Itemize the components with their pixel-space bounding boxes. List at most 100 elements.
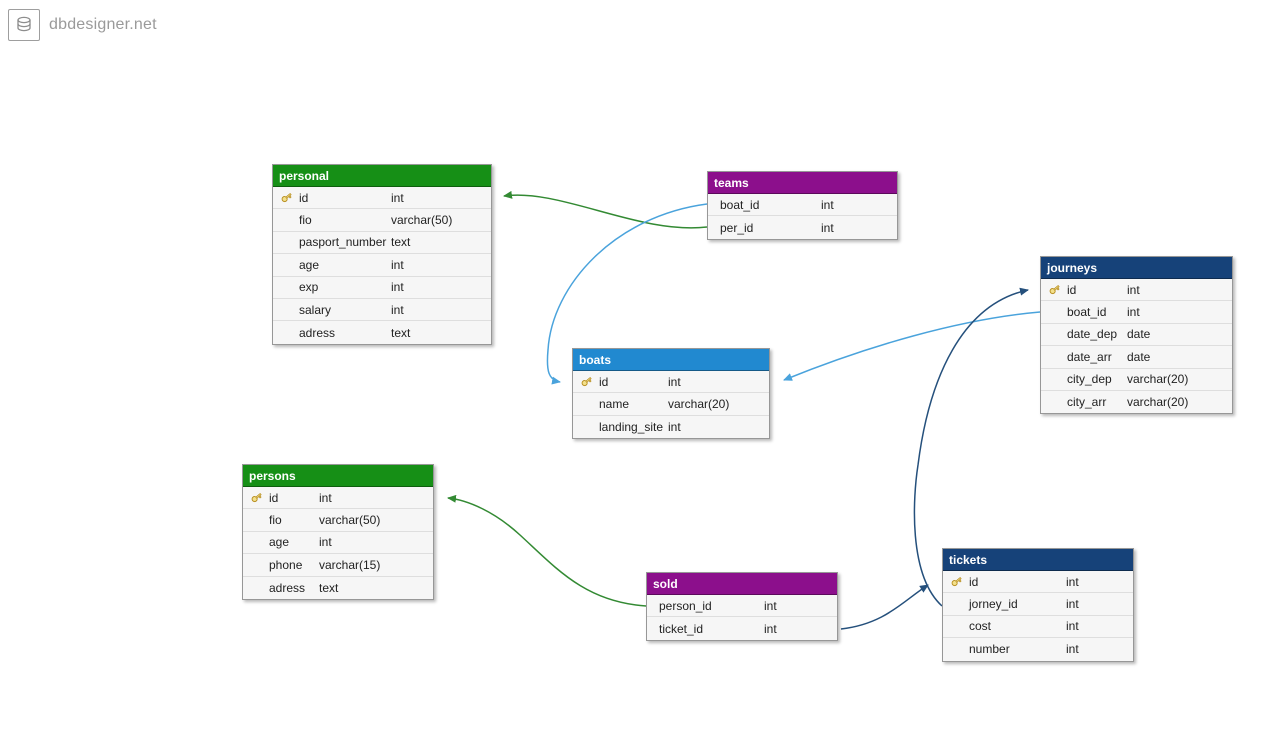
field-row-tickets-cost[interactable]: cost int xyxy=(943,615,1133,639)
table-title[interactable]: teams xyxy=(708,172,897,194)
field-name: jorney_id xyxy=(969,597,1018,612)
field-row-tickets-id[interactable]: id int xyxy=(943,571,1133,594)
field-name: fio xyxy=(269,513,282,528)
field-row-boats-name[interactable]: name varchar(20) xyxy=(573,393,769,416)
field-type: int xyxy=(668,374,681,389)
database-icon xyxy=(8,9,40,41)
field-type: int xyxy=(1127,282,1140,297)
field-name: pasport_number xyxy=(299,235,387,250)
primary-key-icon xyxy=(251,493,262,503)
field-name: adress xyxy=(299,325,336,340)
field-name: id xyxy=(299,190,309,205)
field-name: age xyxy=(269,535,290,550)
field-row-boats-landing_site[interactable]: landing_site int xyxy=(573,415,769,439)
field-row-personal-id[interactable]: id int xyxy=(273,187,491,210)
field-type: varchar(20) xyxy=(1127,395,1189,410)
field-row-journeys-date_dep[interactable]: date_dep date xyxy=(1041,323,1232,347)
field-type: varchar(15) xyxy=(319,557,381,572)
field-name: name xyxy=(599,397,630,412)
table-title[interactable]: tickets xyxy=(943,549,1133,571)
field-row-persons-age[interactable]: age int xyxy=(243,531,433,555)
field-type: int xyxy=(1066,619,1079,634)
field-row-boats-id[interactable]: id int xyxy=(573,371,769,394)
field-type: int xyxy=(391,257,404,272)
table-title[interactable]: sold xyxy=(647,573,837,595)
field-type: int xyxy=(319,535,332,550)
field-type: int xyxy=(1066,574,1079,589)
field-type: text xyxy=(391,325,411,340)
field-name: person_id xyxy=(659,598,712,613)
field-name: ticket_id xyxy=(659,621,704,636)
field-name: per_id xyxy=(720,220,754,235)
primary-key-icon xyxy=(951,577,962,587)
relationship-teams.per_id-to-personal.id[interactable] xyxy=(503,190,708,229)
field-name: id xyxy=(969,574,979,589)
field-name: landing_site xyxy=(599,419,664,434)
field-type: text xyxy=(391,235,411,250)
primary-key-cell xyxy=(943,575,969,588)
field-name: cost xyxy=(969,619,992,634)
logo-text: dbdesigner.net xyxy=(49,16,157,33)
field-name: number xyxy=(969,642,1010,657)
field-name: boat_id xyxy=(720,197,760,212)
field-type: int xyxy=(668,419,681,434)
field-row-persons-fio[interactable]: fio varchar(50) xyxy=(243,509,433,532)
field-type: date xyxy=(1127,327,1151,342)
table-title[interactable]: journeys xyxy=(1041,257,1232,279)
primary-key-icon xyxy=(581,377,592,387)
field-type: varchar(20) xyxy=(668,397,730,412)
field-type: date xyxy=(1127,349,1151,364)
field-type: int xyxy=(764,598,777,613)
relationship-sold.ticket_id-to-tickets.id[interactable] xyxy=(840,584,929,630)
field-name: date_dep xyxy=(1067,327,1118,342)
table-title[interactable]: boats xyxy=(573,349,769,371)
field-type: int xyxy=(391,280,404,295)
field-row-journeys-city_arr[interactable]: city_arr varchar(20) xyxy=(1041,390,1232,414)
field-name: city_arr xyxy=(1067,395,1107,410)
relationship-sold.person_id-to-persons.id[interactable] xyxy=(447,494,647,607)
field-type: int xyxy=(1127,305,1140,320)
field-type: text xyxy=(319,580,339,595)
db-table-boats[interactable]: boats id int name varchar(20) landing_site int xyxy=(572,348,770,440)
field-row-sold-person_id[interactable]: person_id int xyxy=(647,595,837,618)
field-name: exp xyxy=(299,280,319,295)
field-row-personal-exp[interactable]: exp int xyxy=(273,276,491,299)
table-title[interactable]: persons xyxy=(243,465,433,487)
field-row-personal-adress[interactable]: adress text xyxy=(273,321,491,344)
field-type: int xyxy=(391,302,404,317)
field-row-personal-pasport_number[interactable]: pasport_number text xyxy=(273,231,491,255)
field-name: city_dep xyxy=(1067,372,1112,387)
field-type: int xyxy=(391,190,404,205)
table-title[interactable]: personal xyxy=(273,165,491,187)
primary-key-cell xyxy=(243,491,269,504)
field-name: id xyxy=(599,374,609,389)
field-name: fio xyxy=(299,213,312,228)
primary-key-cell xyxy=(573,375,599,388)
relationship-journeys.boat_id-to-boats.id[interactable] xyxy=(783,311,1041,381)
field-type: varchar(50) xyxy=(319,513,381,528)
app-logo[interactable]: dbdesigner.net xyxy=(8,9,157,41)
primary-key-icon xyxy=(1049,285,1060,295)
